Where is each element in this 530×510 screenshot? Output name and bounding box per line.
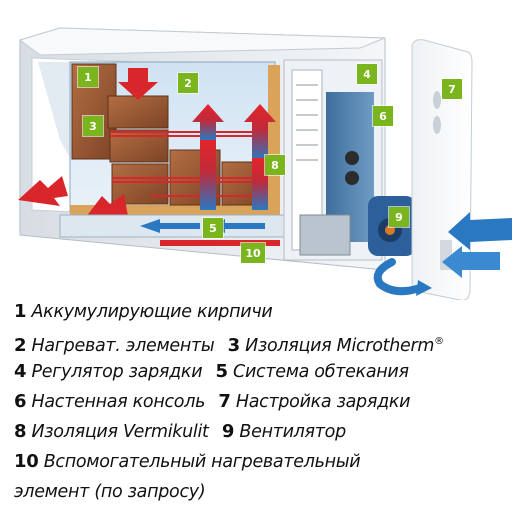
legend-text: Настенная консоль <box>31 392 206 412</box>
legend-number: 4 <box>14 361 27 382</box>
legend-text: Изоляция Vermikulit <box>31 422 209 442</box>
callout-9: 9 <box>389 207 409 227</box>
legend-line-1: 1 Аккумулирующие кирпичи <box>14 297 526 327</box>
component-legend: 1 Аккумулирующие кирпичи 2 Нагреват. эле… <box>14 297 526 507</box>
legend-text: Система обтекания <box>233 362 409 382</box>
legend-text: Аккумулирующие кирпичи <box>31 302 273 322</box>
callout-8: 8 <box>265 155 285 175</box>
callout-1: 1 <box>78 67 98 87</box>
legend-number: 7 <box>218 391 231 412</box>
air-intake-arrows <box>373 212 512 296</box>
legend-text: Регулятор зарядки <box>31 362 203 382</box>
callout-10: 10 <box>241 243 265 263</box>
heater-cutaway-illustration <box>18 27 512 300</box>
callout-4: 4 <box>357 64 377 84</box>
legend-text: Вентилятор <box>239 422 346 442</box>
legend-number: 10 <box>14 451 39 472</box>
legend-line-2: 2 Нагреват. элементы 3 Изоляция Microthe… <box>14 327 526 357</box>
legend-line-3: 4 Регулятор зарядки 5 Система обтекания <box>14 357 526 387</box>
registered-mark: ® <box>434 336 444 347</box>
legend-text: Настройка зарядки <box>235 392 411 412</box>
callout-5: 5 <box>203 218 223 238</box>
legend-line-6: 10 Вспомогательный нагревательный <box>14 447 526 477</box>
callout-3: 3 <box>83 116 103 136</box>
legend-text: Изоляция Microtherm <box>245 335 435 356</box>
legend-number: 8 <box>14 421 27 442</box>
legend-line-7: элемент (по запросу) <box>14 477 526 507</box>
legend-number: 3 <box>227 334 241 356</box>
legend-number: 2 <box>14 334 27 356</box>
legend-line-5: 8 Изоляция Vermikulit 9 Вентилятор <box>14 417 526 447</box>
callout-2: 2 <box>178 73 198 93</box>
legend-number: 1 <box>14 301 27 322</box>
legend-number: 9 <box>221 421 235 442</box>
legend-text: Вспомогательный нагревательный <box>43 452 361 472</box>
legend-text: Нагреват. элементы <box>31 335 215 356</box>
legend-line-4: 6 Настенная консоль 7 Настройка зарядки <box>14 387 526 417</box>
legend-text: элемент (по запросу) <box>14 482 206 502</box>
callout-7: 7 <box>442 79 462 99</box>
control-compartment <box>283 59 383 261</box>
legend-number: 5 <box>215 361 229 382</box>
legend-number: 6 <box>14 391 27 412</box>
callout-6: 6 <box>373 106 393 126</box>
